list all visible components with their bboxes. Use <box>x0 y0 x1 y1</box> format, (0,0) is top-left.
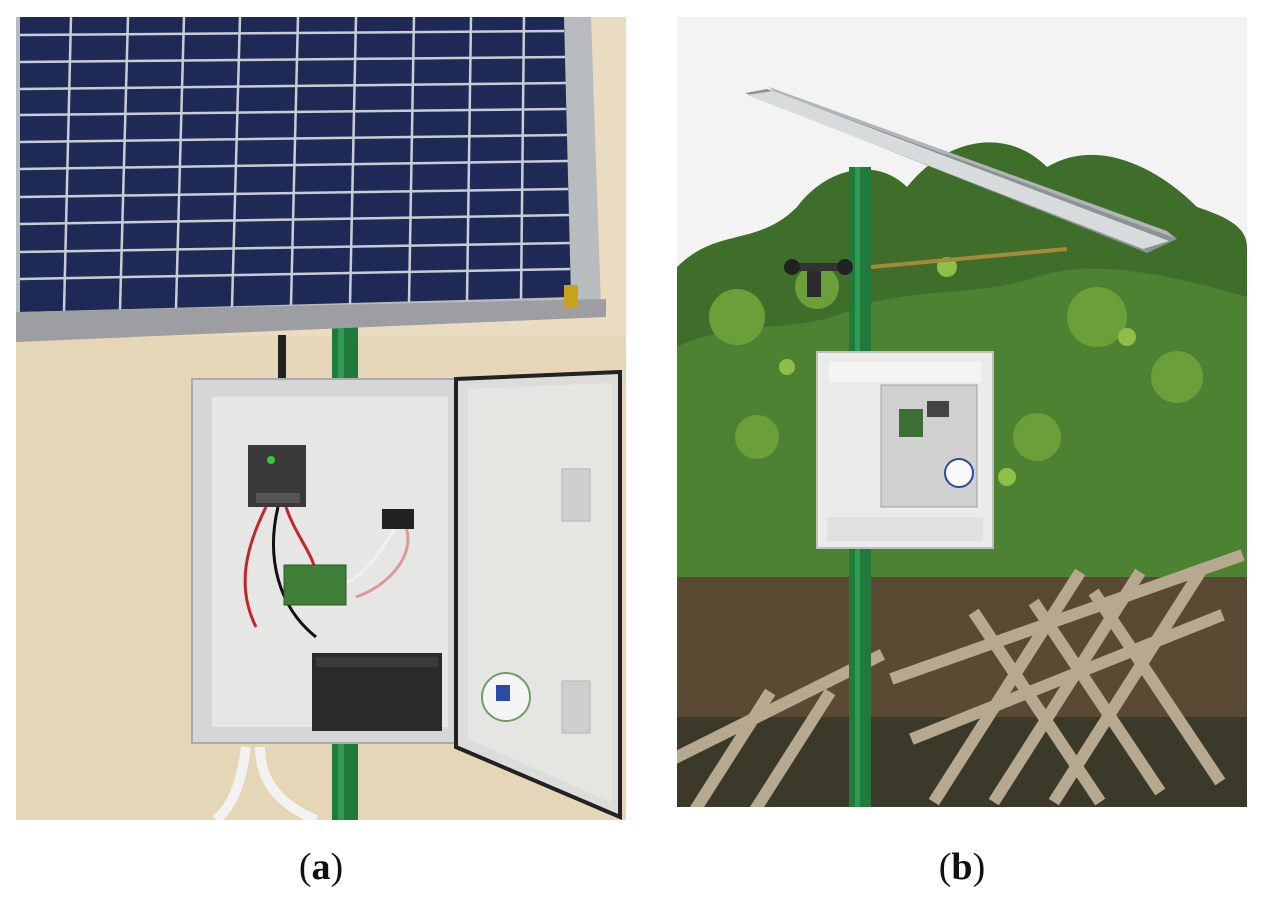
caption-paren-open: ( <box>298 846 312 888</box>
caption-b: (b) <box>902 848 1022 886</box>
caption-paren-close: ) <box>972 846 986 888</box>
caption-paren-open: ( <box>938 846 952 888</box>
photo-panel-a <box>16 17 626 820</box>
caption-paren-close: ) <box>330 846 344 888</box>
caption-letter-b: b <box>951 846 973 888</box>
photo-indoor-solar-station <box>16 17 626 820</box>
photo-panel-b <box>677 17 1247 807</box>
photo-outdoor-solar-station <box>677 17 1247 807</box>
caption-letter-a: a <box>311 846 331 888</box>
caption-a: (a) <box>261 848 381 886</box>
